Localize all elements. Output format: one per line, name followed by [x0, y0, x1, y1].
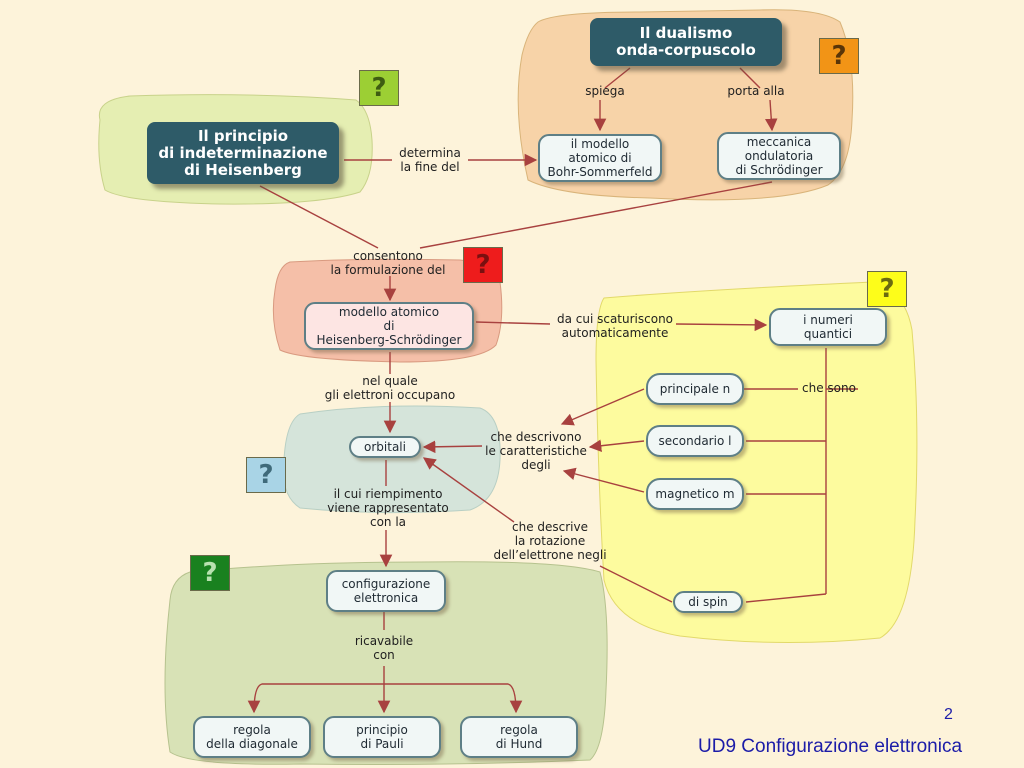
node-regola-hund: regola di Hund [460, 716, 578, 758]
link-da-cui-scaturiscono: da cui scaturiscono automaticamente [556, 312, 674, 340]
node-numeri-quantici: i numeri quantici [769, 308, 887, 346]
link-determina: determina la fine del [399, 146, 461, 174]
link-riempimento: il cui riempimento viene rappresentato c… [327, 487, 449, 529]
help-question-icon-yellow[interactable]: ? [867, 271, 907, 307]
node-heisenberg: Il principio di indeterminazione di Heis… [147, 122, 339, 184]
link-consentono: consentono la formulazione del [330, 249, 446, 277]
node-bohr-sommerfeld: il modello atomico di Bohr-Sommerfeld [538, 134, 662, 182]
node-spin: di spin [673, 591, 743, 613]
node-regola-diagonale: regola della diagonale [193, 716, 311, 758]
help-question-icon-lightblue[interactable]: ? [246, 457, 286, 493]
node-meccanica-ondulatoria: meccanica ondulatoria di Schrödinger [717, 132, 841, 180]
help-question-icon-red[interactable]: ? [463, 247, 503, 283]
link-nel-quale: nel quale gli elettroni occupano [324, 374, 456, 402]
node-principale: principale n [646, 373, 744, 405]
link-porta-alla: porta alla [727, 84, 785, 98]
help-question-icon-orange[interactable]: ? [819, 38, 859, 74]
node-secondario: secondario l [646, 425, 744, 457]
node-dualismo: Il dualismo onda-corpuscolo [590, 18, 782, 66]
link-ricavabile: ricavabile con [354, 634, 414, 662]
region-green [164, 561, 608, 765]
link-spiega: spiega [585, 84, 625, 98]
link-che-descrivono: che descrivono le caratteristiche degli [485, 430, 587, 472]
node-orbitali: orbitali [349, 436, 421, 458]
node-modello-atomico: modello atomico di Heisenberg-Schrödinge… [304, 302, 474, 350]
page-number: 2 [944, 706, 953, 723]
slide-title: UD9 Configurazione elettronica [698, 736, 963, 757]
node-magnetico: magnetico m [646, 478, 744, 510]
help-question-icon-lime[interactable]: ? [359, 70, 399, 106]
node-configurazione: configurazione elettronica [326, 570, 446, 612]
link-che-descrive: che descrive la rotazione dell’elettrone… [493, 520, 607, 562]
help-question-icon-darkgreen[interactable]: ? [190, 555, 230, 591]
link-che-sono: che sono [802, 381, 856, 395]
node-principio-pauli: principio di Pauli [323, 716, 441, 758]
